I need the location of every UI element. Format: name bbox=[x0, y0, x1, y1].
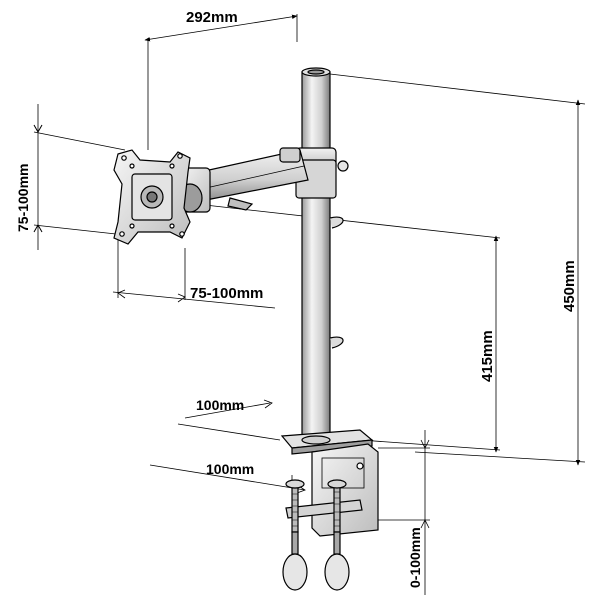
clamp-screw-left bbox=[291, 487, 299, 533]
vesa-hole bbox=[129, 223, 135, 229]
vesa-vertical-label: 75-100mm bbox=[15, 164, 31, 233]
total-height-ext-top bbox=[329, 73, 586, 105]
vesa-plate bbox=[113, 149, 191, 245]
arm-length-label: 292mm bbox=[186, 9, 238, 26]
vesa-h-arrow-left bbox=[117, 289, 126, 299]
vesa-v-arrow-bottom bbox=[33, 223, 43, 233]
base-width-dim bbox=[184, 402, 271, 419]
pole-base-collar bbox=[301, 435, 331, 445]
screw-thread-right bbox=[334, 491, 340, 527]
vesa-hole bbox=[177, 153, 183, 159]
vesa-hole bbox=[129, 163, 135, 169]
arm-height-ext-top bbox=[204, 204, 501, 239]
arm-length-dim bbox=[144, 14, 298, 42]
screw-pad-right bbox=[327, 479, 347, 489]
knob-stem-left bbox=[291, 531, 299, 555]
screw-pad-left bbox=[285, 479, 305, 489]
base-plate-edge bbox=[291, 439, 373, 455]
arm-height-ext-bottom bbox=[359, 439, 501, 451]
clamp-range-label: 0-100mm bbox=[407, 527, 423, 588]
vesa-hole bbox=[169, 163, 175, 169]
arm-joint-cap bbox=[279, 147, 301, 163]
clamp-slot bbox=[321, 457, 365, 489]
vesa-v-ext-bottom bbox=[33, 224, 126, 236]
clamp-range-arrow-bottom bbox=[420, 519, 430, 529]
vesa-v-arrow-top bbox=[33, 124, 43, 134]
pole bbox=[301, 67, 344, 443]
vesa-hole bbox=[119, 231, 125, 237]
dimension-labels: 292mm 75-100mm 75-100mm 450mm 415mm 100m… bbox=[15, 9, 578, 588]
total-height-ext-bottom bbox=[414, 451, 586, 463]
pole-tube bbox=[301, 71, 331, 443]
clamp-screw-hole bbox=[356, 462, 364, 470]
clamp-range-arrow-top bbox=[420, 439, 430, 449]
arm-height-label: 415mm bbox=[479, 330, 496, 382]
knob-stem-right bbox=[333, 531, 341, 555]
vesa-h-arrow-right bbox=[177, 293, 186, 303]
vesa-h-dim bbox=[112, 291, 276, 309]
dimension-lines bbox=[33, 14, 586, 595]
clamp-width-dim bbox=[149, 464, 306, 491]
collar-knob bbox=[337, 160, 349, 172]
clamp-knob-right bbox=[324, 553, 350, 591]
cable-clip-upper bbox=[329, 216, 344, 229]
clamp-knob-left bbox=[282, 553, 308, 591]
base-width-label: 100mm bbox=[196, 397, 244, 413]
total-height-label: 450mm bbox=[561, 260, 578, 312]
base-width-ext-left bbox=[177, 423, 281, 441]
vesa-hole bbox=[179, 231, 185, 237]
clamp-width-label: 100mm bbox=[206, 461, 254, 477]
vesa-plate-bolt bbox=[146, 191, 158, 203]
vesa-hole bbox=[121, 155, 127, 161]
cable-clip-lower bbox=[329, 336, 344, 349]
vesa-v-ext-top bbox=[33, 131, 126, 151]
vesa-horizontal-label: 75-100mm bbox=[190, 285, 263, 302]
arm-assembly bbox=[177, 147, 349, 213]
base-width-arrow bbox=[263, 399, 273, 409]
arm-bar-edge bbox=[205, 165, 305, 189]
tilt-screw bbox=[227, 197, 254, 211]
desk-clamp bbox=[280, 429, 379, 591]
pole-top-hole bbox=[307, 69, 325, 75]
screw-thread-left bbox=[292, 493, 298, 527]
vesa-hole bbox=[169, 223, 175, 229]
clamp-screw-right bbox=[333, 485, 341, 533]
